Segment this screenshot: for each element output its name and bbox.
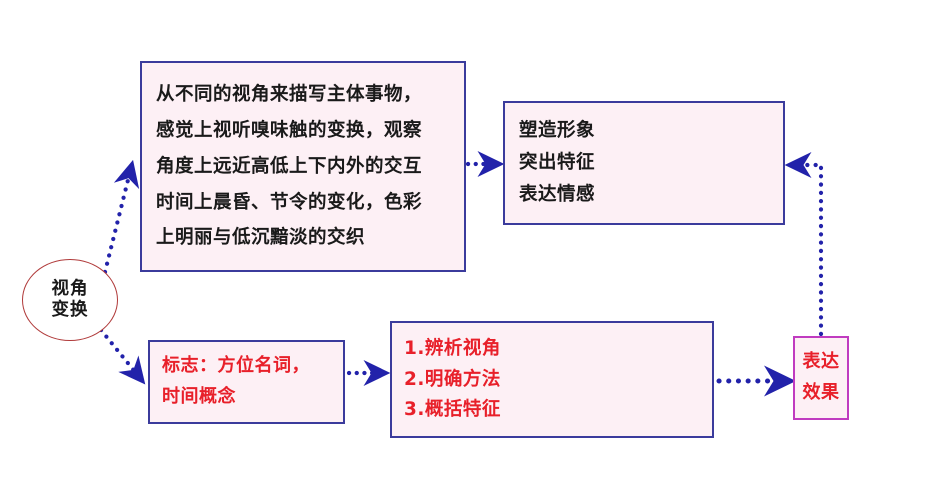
node-viewpoint-change[interactable]: 视角 变换 <box>22 259 118 341</box>
node-expression-effect[interactable]: 表达 效果 <box>793 336 849 420</box>
node-steps[interactable]: 1.辨析视角 2.明确方法 3.概括特征 <box>390 321 714 438</box>
steps-line-3: 3.概括特征 <box>404 399 501 421</box>
root-line-1: 视角 <box>51 279 89 300</box>
node-markers[interactable]: 标志：方位名词， 时间概念 <box>148 340 345 424</box>
outcomes-line-3: 表达情感 <box>519 184 596 206</box>
description-line-3: 角度上远近高低上下内外的交互 <box>156 155 423 177</box>
effect-line-2: 效果 <box>802 382 840 404</box>
connector-effect-to-outcomes <box>784 151 824 337</box>
steps-line-1: 1.辨析视角 <box>404 338 501 360</box>
effect-line-1: 表达 <box>802 350 840 372</box>
outcomes-line-1: 塑造形象 <box>519 120 596 142</box>
root-line-2: 变换 <box>51 300 89 320</box>
node-outcomes[interactable]: 塑造形象 突出特征 表达情感 <box>503 101 785 225</box>
connector-root-to-description <box>102 159 140 275</box>
markers-line-2: 时间概念 <box>162 385 236 407</box>
description-line-1: 从不同的视角来描写主体事物， <box>156 84 423 106</box>
steps-line-2: 2.明确方法 <box>404 368 501 390</box>
connector-root-to-markers <box>98 327 146 385</box>
outcomes-line-2: 突出特征 <box>519 152 596 174</box>
node-description[interactable]: 从不同的视角来描写主体事物， 感觉上视听嗅味触的变换，观察 角度上远近高低上下内… <box>140 61 466 272</box>
markers-line-1: 标志：方位名词， <box>162 355 310 377</box>
description-line-5: 上明丽与低沉黯淡的交织 <box>156 227 366 249</box>
description-line-2: 感觉上视听嗅味触的变换，观察 <box>156 120 423 142</box>
description-line-4: 时间上晨昏、节令的变化，色彩 <box>156 191 423 213</box>
